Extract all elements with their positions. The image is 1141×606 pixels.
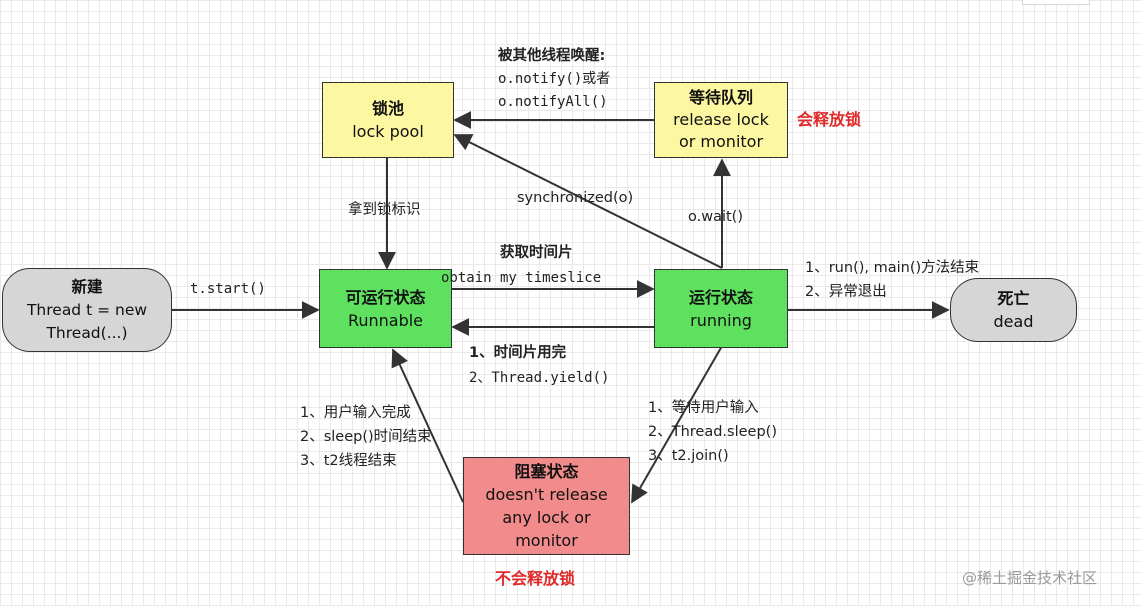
arrow-running-to-lockpool (453, 134, 723, 269)
label-start: t.start() (190, 281, 266, 297)
label-exit-line-1: 1、run(), main()方法结束 (805, 260, 980, 276)
label-block-line-2: 2、Thread.sleep() (648, 424, 777, 440)
state-blocked-title: 阻塞状态 (514, 462, 579, 481)
state-blocked-desc-3: monitor (515, 531, 578, 550)
state-lock-pool-title: 锁池 (371, 99, 404, 118)
label-unblock-line-2: 2、sleep()时间结束 (300, 429, 432, 445)
label-notify-line-3: o.notifyAll() (498, 94, 608, 110)
watermark: @稀土掘金技术社区 (962, 569, 1098, 587)
label-unblock: 1、用户输入完成 2、sleep()时间结束 3、t2线程结束 (300, 401, 432, 473)
label-block-line-3: 3、t2.join() (648, 448, 729, 464)
label-get-timeslice: 获取时间片 (500, 245, 573, 261)
state-wait-queue-desc-2: or monitor (678, 132, 764, 151)
label-wait: o.wait() (688, 209, 743, 225)
state-dead-subtitle: dead (993, 312, 1034, 331)
state-runnable: 可运行状态 Runnable (319, 269, 452, 348)
state-running-subtitle: running (690, 310, 752, 330)
arrow-running-to-blocked (631, 345, 723, 504)
state-new-code-1: Thread t = new (26, 300, 148, 319)
label-notify-line-1: 被其他线程唤醒: (498, 48, 606, 64)
label-obtain-timeslice: obtain my timeslice (441, 270, 602, 286)
label-get-lock-flag: 拿到锁标识 (348, 202, 421, 218)
label-timeslice-done: 1、时间片用完 (469, 345, 567, 361)
state-wait-queue: 等待队列 release lock or monitor (654, 82, 788, 158)
label-unblock-line-1: 1、用户输入完成 (300, 405, 411, 421)
label-yield: 2、Thread.yield() (469, 370, 610, 386)
label-synchronized: synchronized(o) (517, 190, 634, 206)
state-new: 新建 Thread t = new Thread(...) (2, 268, 172, 352)
state-blocked: 阻塞状态 doesn't release any lock or monitor (463, 457, 630, 555)
label-exit-line-2: 2、异常退出 (805, 284, 887, 300)
top-right-tab-edge (1022, 0, 1090, 5)
arrow-blocked-to-runnable (391, 348, 464, 503)
state-runnable-title: 可运行状态 (345, 287, 426, 307)
state-wait-queue-desc-1: release lock (673, 110, 769, 129)
state-lock-pool: 锁池 lock pool (322, 82, 454, 158)
state-new-title: 新建 (71, 277, 103, 296)
state-runnable-subtitle: Runnable (347, 310, 424, 330)
state-dead-title: 死亡 (997, 289, 1030, 308)
label-block-line-1: 1、等待用户输入 (648, 400, 759, 416)
label-unblock-line-3: 3、t2线程结束 (300, 453, 397, 469)
state-running: 运行状态 running (654, 269, 788, 348)
state-lock-pool-subtitle: lock pool (352, 122, 424, 141)
state-running-title: 运行状态 (688, 287, 753, 307)
label-notify-line-2: o.notify()或者 (498, 71, 611, 87)
label-block: 1、等待用户输入 2、Thread.sleep() 3、t2.join() (648, 396, 777, 468)
label-release-lock: 会释放锁 (797, 110, 862, 129)
state-wait-queue-title: 等待队列 (688, 88, 753, 107)
state-dead: 死亡 dead (950, 278, 1077, 342)
state-blocked-desc-2: any lock or (502, 508, 591, 527)
label-exit: 1、run(), main()方法结束 2、异常退出 (805, 256, 979, 304)
state-new-code-2: Thread(...) (46, 323, 128, 342)
label-notify: 被其他线程唤醒: o.notify()或者 o.notifyAll() (498, 45, 610, 114)
label-no-release-lock: 不会释放锁 (495, 569, 576, 588)
state-blocked-desc-1: doesn't release (485, 485, 608, 504)
